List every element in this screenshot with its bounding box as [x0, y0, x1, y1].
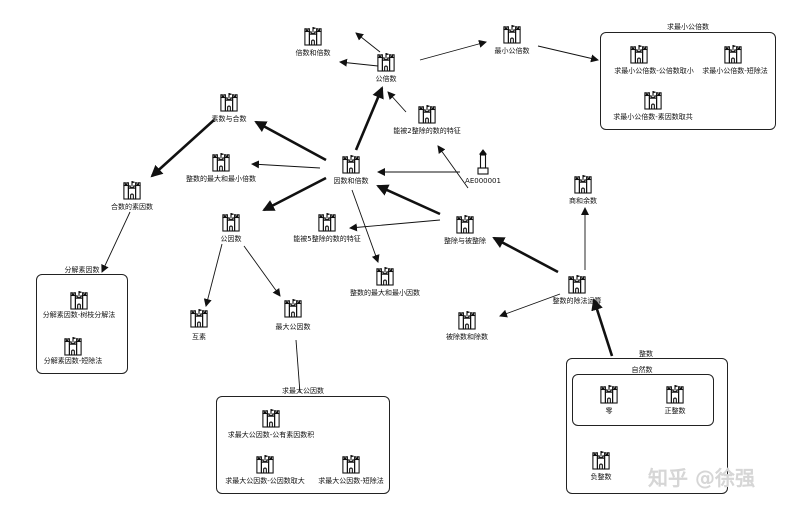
edge-bold	[492, 236, 559, 274]
edge	[101, 211, 131, 273]
castle-icon	[284, 298, 302, 318]
group-natural	[572, 374, 714, 426]
node-common-multiple: 公倍数	[375, 75, 397, 83]
group-title-natural: 自然数	[631, 366, 653, 374]
node-divide-divided: 整除与被整除	[444, 237, 486, 245]
group-factorize	[36, 274, 128, 374]
node-div-by-2: 能被2整除的数的特征	[393, 127, 461, 135]
castle-icon	[212, 152, 230, 172]
tower-icon	[477, 149, 489, 175]
edge-bold	[254, 120, 327, 162]
castle-icon	[318, 212, 336, 232]
group-title-factorize: 分解素因数	[64, 266, 100, 274]
node-factorize-tree: 分解素因数-树枝分解法	[42, 311, 116, 319]
edge	[419, 39, 487, 61]
edge	[351, 189, 380, 263]
node-gcd-all: 求最大公因数-公有素因数积	[227, 431, 315, 439]
node-lcm-short: 求最小公倍数-短除法	[702, 67, 768, 75]
thick-edges	[150, 86, 614, 357]
edge-bold	[150, 119, 215, 178]
watermark: 知乎 @徐强	[648, 466, 755, 490]
node-lcm-prime: 求最小公倍数-公倍数取小	[614, 67, 694, 75]
node-coprime: 互素	[192, 333, 206, 341]
castle-icon	[220, 92, 238, 112]
node-composite-factors: 合数的素因数	[111, 203, 153, 211]
node-common-factor: 公因数	[220, 235, 242, 243]
node-icons	[64, 24, 742, 474]
node-multiple-divisor: 倍数和倍数	[295, 49, 331, 57]
edge-bold	[262, 176, 327, 212]
node-division-op: 整数的除法运算	[552, 297, 602, 305]
edge-bold	[376, 184, 441, 216]
group-title-integer: 整数	[639, 350, 653, 358]
node-div-by-5: 能被5整除的数的特征	[293, 235, 361, 243]
node-lcm: 最小公倍数	[494, 47, 530, 55]
edge	[339, 58, 379, 67]
group-integer	[566, 358, 728, 494]
castle-icon	[304, 26, 322, 46]
castle-icon	[568, 274, 586, 294]
castle-icon	[123, 180, 141, 200]
castle-icon	[222, 212, 240, 232]
edge	[203, 243, 223, 307]
castle-icon	[342, 154, 360, 174]
castle-icon	[574, 174, 592, 194]
edge	[355, 32, 381, 53]
group-gcd-methods	[216, 396, 390, 494]
node-factorize-short: 分解素因数-短除法	[43, 357, 103, 365]
edge	[437, 145, 469, 189]
castle-icon	[376, 266, 394, 286]
edge	[537, 45, 599, 63]
castle-icon	[418, 104, 436, 124]
node-factor-multiple: 因数和倍数	[333, 177, 369, 185]
castle-icon	[503, 24, 521, 44]
castle-icon	[456, 214, 474, 234]
node-gcd-common: 求最大公因数-公因数取大	[225, 477, 305, 485]
node-negative: 负整数	[590, 473, 612, 481]
edge	[243, 245, 281, 297]
node-positive: 正整数	[664, 407, 686, 415]
group-lcm-methods	[600, 32, 776, 130]
castle-icon	[190, 308, 208, 328]
edge-bold	[591, 298, 614, 357]
node-gcd: 最大公因数	[275, 323, 311, 331]
edges	[101, 32, 599, 394]
edge-bold	[354, 86, 384, 151]
node-gcd-short: 求最大公因数-短除法	[318, 477, 384, 485]
castle-icon	[458, 310, 476, 330]
node-dividend-divisor: 被除数和除数	[446, 333, 488, 341]
castle-icon	[377, 52, 395, 72]
node-quotient-rem: 商和余数	[569, 197, 597, 205]
node-lcm-coprime: 求最小公倍数-素因数取共	[613, 113, 693, 121]
node-prime-composite: 素数与合数	[211, 115, 247, 123]
node-max-min-factor: 整数的最大和最小因数	[350, 289, 420, 297]
group-title-lcm-methods: 求最小公倍数	[667, 23, 709, 31]
edge	[251, 160, 321, 169]
node-zero: 零	[605, 407, 613, 415]
node-ae: AE000001	[465, 177, 501, 185]
edge	[387, 91, 407, 113]
edge	[295, 339, 301, 394]
group-title-gcd-methods: 求最大公因数	[282, 387, 324, 395]
edge	[499, 293, 561, 318]
node-int-max-min: 整数的最大和最小倍数	[186, 175, 256, 183]
